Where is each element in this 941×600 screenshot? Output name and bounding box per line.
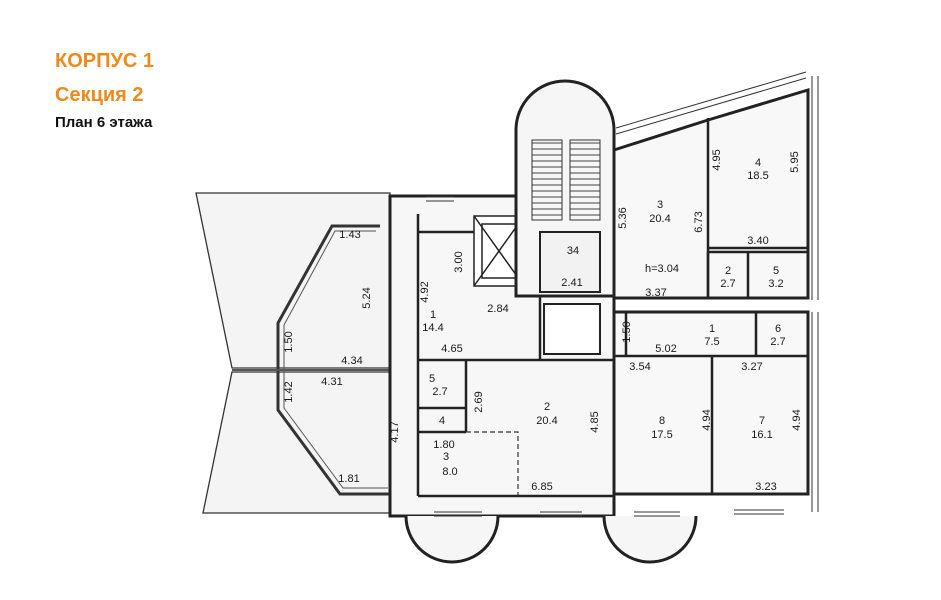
dimension-label: 5.95 (789, 151, 801, 172)
stairs-flight-1 (531, 139, 563, 221)
floor-plan-title: План 6 этажа (55, 114, 153, 131)
room-area: 17.5 (651, 429, 672, 441)
balcony-left (195, 192, 391, 514)
room-number: 3 (657, 199, 663, 211)
dimension-label: 1.50 (621, 321, 633, 342)
dimension-label: 4.92 (419, 281, 431, 302)
bay-window-right (602, 515, 698, 564)
room-number: 3 (443, 451, 449, 463)
dimension-label: 4.31 (321, 376, 342, 388)
wall-windows (426, 196, 784, 517)
dimension-label: 3.23 (755, 481, 776, 493)
staircase-room-number: 34 (567, 245, 579, 257)
room-number: 5 (429, 373, 435, 385)
room-number: 5 (773, 265, 779, 277)
dimension-label: 1.42 (283, 381, 295, 402)
room-number: 2 (725, 265, 731, 277)
dimension-label: 2.69 (473, 391, 485, 412)
room-area: 2.7 (432, 386, 447, 398)
room-area: 16.1 (751, 429, 772, 441)
dimension-label: 4.17 (389, 421, 401, 442)
ceiling-height-note: h=3.04 (645, 263, 679, 275)
room-area: 8.0 (442, 466, 457, 478)
room-area: 20.4 (536, 415, 557, 427)
section-title: Секция 2 (55, 84, 144, 106)
dimension-label: 3.40 (747, 235, 768, 247)
dimension-label: 1.81 (338, 473, 359, 485)
dimension-label: 2.41 (561, 277, 582, 289)
room-number: 1 (709, 323, 715, 335)
dimension-label: 1.50 (283, 331, 295, 352)
dimension-label: 6.85 (531, 481, 552, 493)
dimension-label: 4.95 (711, 149, 723, 170)
dimension-label: 5.24 (361, 287, 373, 308)
room-number: 2 (544, 401, 550, 413)
dimension-label: 3.54 (629, 361, 650, 373)
dimension-label: 3.00 (453, 251, 465, 272)
room-area: 3.2 (768, 278, 783, 290)
balcony-glazing (276, 224, 390, 496)
stairs-flight-2 (569, 139, 601, 221)
dimension-label: 6.73 (693, 211, 705, 232)
dimension-label: 4.94 (791, 409, 803, 430)
room-number: 4 (439, 415, 445, 427)
room-number: 4 (755, 157, 761, 169)
dimension-label: 4.85 (589, 411, 601, 432)
dimension-label: 5.36 (617, 207, 629, 228)
dimension-label: 2.84 (487, 303, 508, 315)
room-area: 18.5 (747, 170, 768, 182)
room-number: 7 (759, 415, 765, 427)
dimension-label: 1.80 (433, 439, 454, 451)
room-area: 20.4 (649, 213, 670, 225)
building-title: КОРПУС 1 (55, 50, 155, 72)
apartment-right-top (612, 87, 810, 300)
dimension-label: 4.34 (341, 355, 362, 367)
room-area: 7.5 (704, 336, 719, 348)
room-number: 6 (775, 323, 781, 335)
room-area: 14.4 (422, 322, 443, 334)
room-area: 2.7 (720, 278, 735, 290)
dimension-label: 3.37 (645, 287, 666, 299)
dimension-label: 1.43 (339, 229, 360, 241)
room-area: 2.7 (770, 336, 785, 348)
dimension-label: 4.94 (701, 409, 713, 430)
room-number: 8 (659, 415, 665, 427)
bay-window-left (404, 515, 500, 564)
room-number: 1 (430, 309, 436, 321)
dimension-label: 5.02 (655, 343, 676, 355)
dimension-label: 4.65 (441, 343, 462, 355)
dimension-label: 3.27 (741, 361, 762, 373)
